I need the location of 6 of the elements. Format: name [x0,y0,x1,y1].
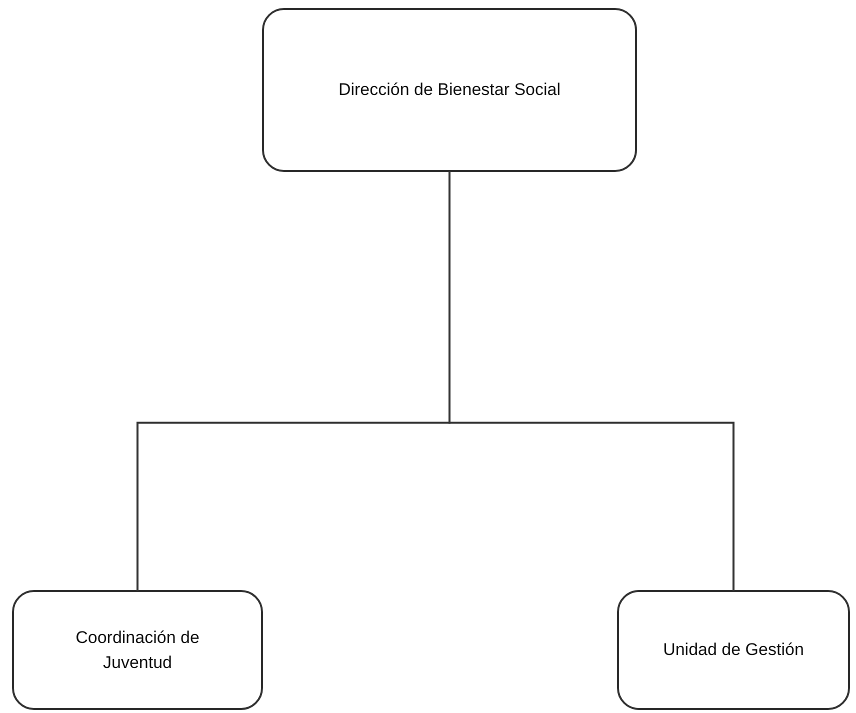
box-label: Coordinación de Juventud [74,626,200,674]
box-label: Unidad de Gestión [663,639,804,662]
org-box [617,590,850,710]
org-box [12,590,263,710]
box-label: Dirección de Bienestar Social [338,79,561,102]
org-box [262,8,637,172]
